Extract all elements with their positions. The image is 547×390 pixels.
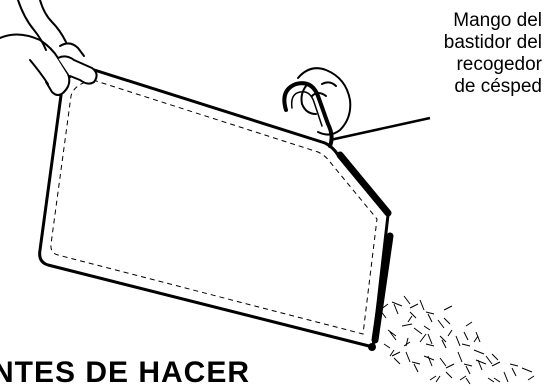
callout-line-3: recogedor: [392, 54, 542, 76]
handle-callout-label: Mango del bastidor del recogedor de césp…: [392, 10, 542, 98]
bag-corner-dot: [368, 343, 376, 351]
right-hand-icon: [298, 68, 350, 134]
section-heading: NTES DE HACER: [0, 356, 250, 390]
left-hand-icon: [0, 0, 97, 95]
callout-line-4: de césped: [392, 76, 542, 98]
callout-line-1: Mango del: [392, 10, 542, 32]
grass-clippings: [380, 296, 534, 384]
callout-line-2: bastidor del: [392, 32, 542, 54]
